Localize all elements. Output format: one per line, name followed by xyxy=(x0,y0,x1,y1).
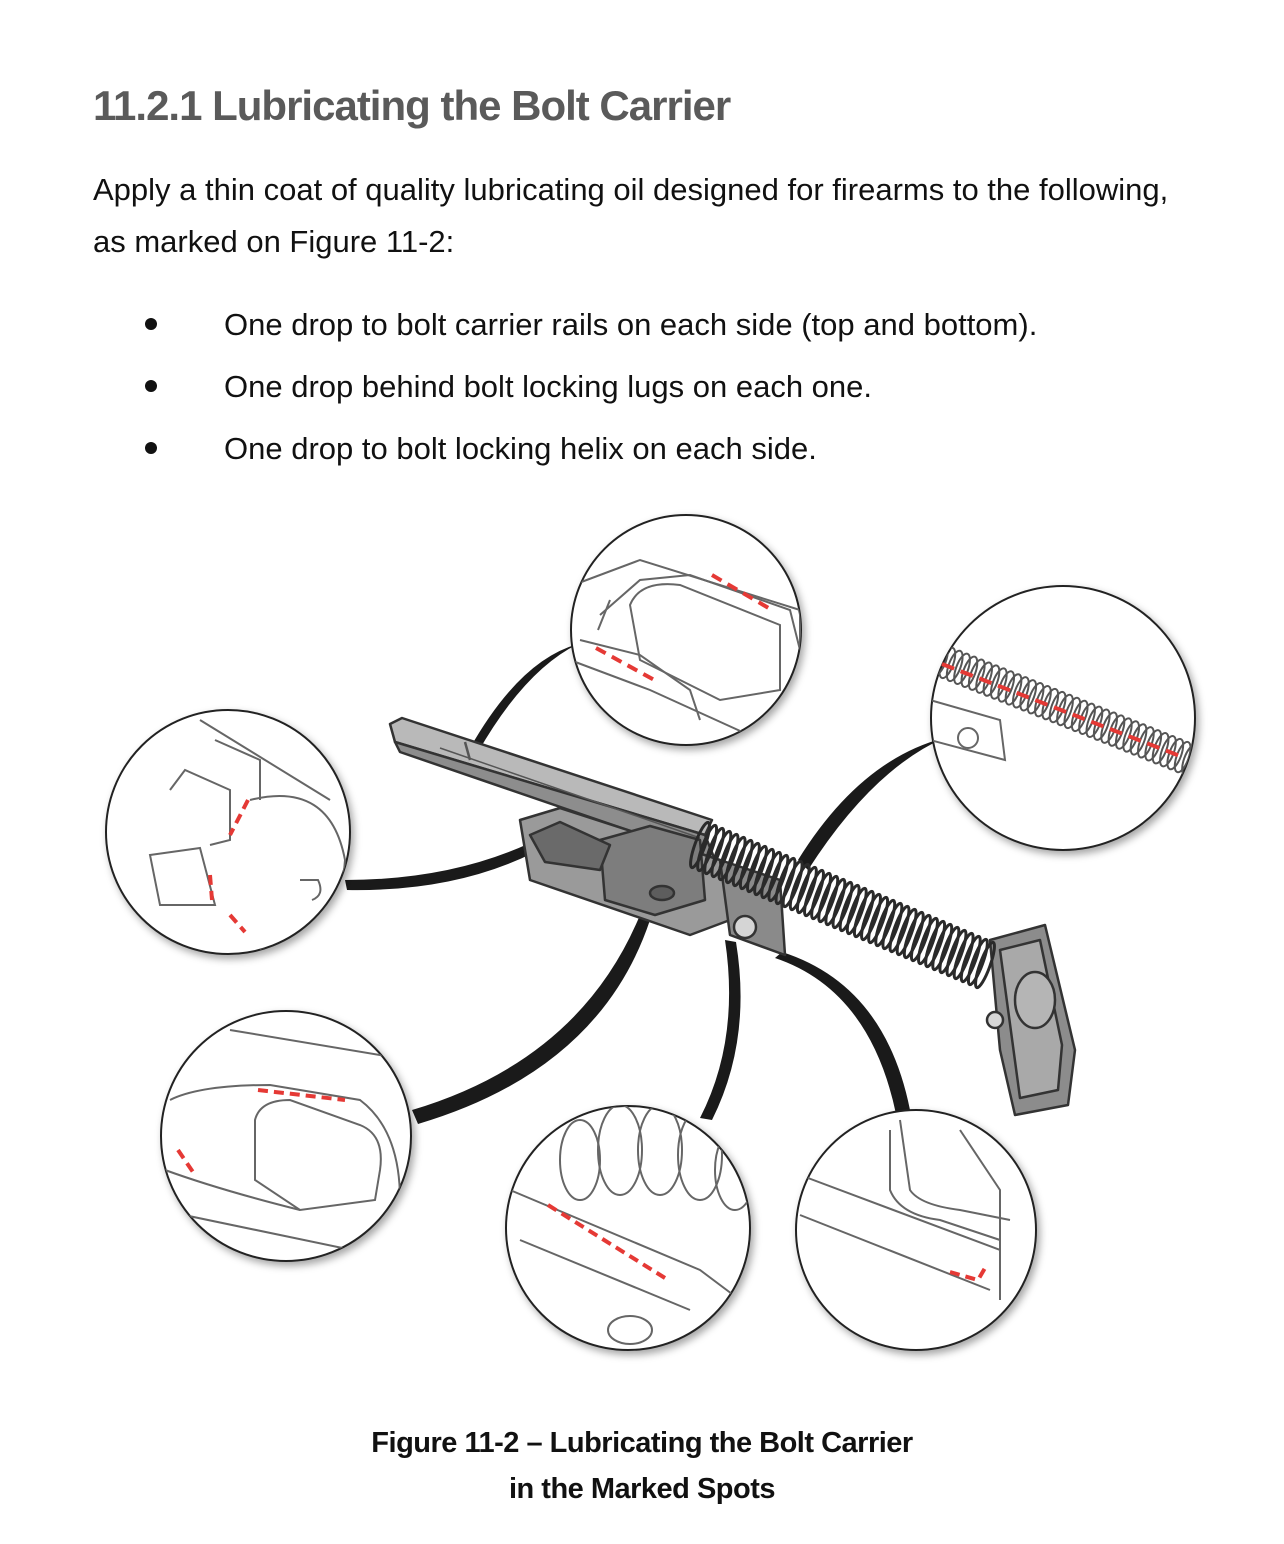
oil-marker xyxy=(176,1148,197,1177)
callout-top-rails xyxy=(570,514,802,746)
list-item: One drop to bolt locking helix on each s… xyxy=(0,424,1284,474)
oil-marker xyxy=(941,662,1181,758)
bullet-icon xyxy=(145,318,157,330)
oil-marker xyxy=(949,1266,987,1283)
intro-paragraph: Apply a thin coat of quality lubricating… xyxy=(93,172,1169,259)
oil-marker xyxy=(546,1203,667,1280)
bullet-icon xyxy=(145,380,157,392)
oil-marker xyxy=(595,646,659,684)
figure-caption-line-1: Figure 11-2 – Lubricating the Bolt Carri… xyxy=(371,1427,913,1459)
list-item: One drop to bolt carrier rails on each s… xyxy=(0,300,1284,350)
list-item-text: One drop behind bolt locking lugs on eac… xyxy=(224,369,873,404)
callout-spring xyxy=(930,585,1196,851)
oil-marker xyxy=(228,799,250,836)
callout-rail-bottom xyxy=(505,1105,751,1351)
list-item-text: One drop to bolt carrier rails on each s… xyxy=(224,307,1038,342)
figure-caption-line-2: in the Marked Spots xyxy=(508,1473,776,1505)
bolt-carrier-assembly xyxy=(388,716,1077,1117)
list-item: One drop behind bolt locking lugs on eac… xyxy=(0,362,1284,412)
oil-marker xyxy=(710,573,774,612)
oil-marker xyxy=(208,874,214,901)
callout-helix-left xyxy=(160,1010,412,1262)
section-heading: 11.2.1 Lubricating the Bolt Carrier xyxy=(93,82,731,129)
list-item-text: One drop to bolt locking helix on each s… xyxy=(224,431,817,466)
oil-marker xyxy=(228,913,247,934)
bolt-carrier-figure xyxy=(105,514,1196,1351)
recoil-spring xyxy=(689,820,996,990)
bullet-icon xyxy=(145,442,157,454)
connector-lines xyxy=(345,644,944,1124)
callout-locking-lugs xyxy=(105,709,351,955)
callout-helix-right xyxy=(795,1109,1037,1351)
figure-caption: Figure 11-2 – Lubricating the Bolt Carri… xyxy=(0,1420,1284,1512)
oil-marker xyxy=(257,1088,346,1102)
